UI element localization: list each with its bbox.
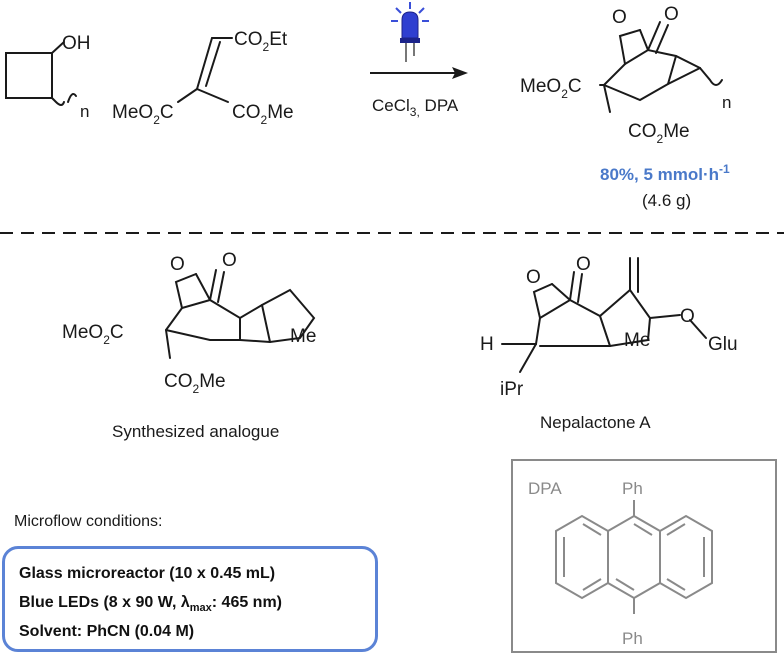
product-carbonyl-oxygen: O (664, 4, 679, 25)
analogue-caption: Synthesized analogue (112, 422, 279, 441)
product-co2me-label: CO (628, 121, 657, 142)
n-label: n (80, 102, 89, 121)
svg-text:MeO2C: MeO2C (520, 76, 582, 101)
analogue-structure: O O MeO2C CO2Me Me (62, 250, 316, 396)
dpa-label: DPA (528, 479, 562, 498)
microflow-solvent-line: Solvent: PhCN (0.04 M) (19, 623, 195, 640)
product-meo2c-label: MeO (520, 76, 561, 97)
product-ring-oxygen: O (612, 7, 627, 28)
dpa-phenyl-bottom: Ph (622, 629, 643, 648)
nepalactone-methyl-label: Me (624, 330, 650, 351)
analogue-carbonyl-oxygen: O (222, 250, 237, 271)
product-structure: O O MeO2C CO2Me n (520, 4, 731, 146)
co2me-label: CO (232, 102, 261, 123)
meo2c-label: MeO (112, 102, 153, 123)
blue-led-icon (391, 2, 429, 62)
nepalactone-ring-oxygen: O (526, 267, 541, 288)
cyclobutanol-structure: OH n (5, 33, 91, 121)
svg-text:MeO2C: MeO2C (62, 322, 124, 347)
analogue-methyl-label: Me (290, 326, 316, 347)
reaction-arrow (370, 67, 468, 79)
analogue-meo2c-label: MeO (62, 322, 103, 343)
dpa-structure-box: DPA Ph Ph (511, 459, 777, 653)
nepalactone-structure: H iPr O O Me O Glu (480, 254, 738, 400)
product-n-label: n (722, 93, 731, 112)
analogue-ring-oxygen: O (170, 254, 185, 275)
svg-text:CO2Me: CO2Me (628, 121, 690, 146)
nepalactone-ether-oxygen: O (680, 306, 695, 327)
hydroxyl-label: OH (62, 33, 91, 54)
microflow-led-line: Blue LEDs (8 x 90 W, λmax: 465 nm) (19, 594, 283, 615)
nepalactone-caption: Nepalactone A (540, 413, 651, 432)
co2et-label: CO (234, 29, 263, 50)
yield-label: 80%, 5 mmol·h-1 (600, 162, 730, 184)
reaction-conditions: CeCl3, DPA (372, 96, 459, 119)
nepalactone-h-label: H (480, 334, 494, 355)
nepalactone-ipr-label: iPr (500, 379, 524, 400)
nepalactone-carbonyl-oxygen: O (576, 254, 591, 275)
svg-text:MeO2C: MeO2C (112, 102, 174, 127)
nepalactone-glu-label: Glu (708, 334, 738, 355)
scale-label: (4.6 g) (642, 191, 691, 210)
analogue-co2me-label: CO (164, 371, 193, 392)
microflow-conditions-box: Glass microreactor (10 x 0.45 mL) Blue L… (2, 546, 378, 652)
microflow-reactor-line: Glass microreactor (10 x 0.45 mL) (19, 565, 276, 582)
microflow-label: Microflow conditions: (14, 513, 163, 530)
svg-text:CO2Me: CO2Me (232, 102, 294, 127)
svg-text:CO2Me: CO2Me (164, 371, 226, 396)
svg-text:CO2Et: CO2Et (234, 29, 288, 54)
dpa-phenyl-top: Ph (622, 479, 643, 498)
alkene-triester-structure: CO2Et MeO2C CO2Me (112, 29, 294, 127)
